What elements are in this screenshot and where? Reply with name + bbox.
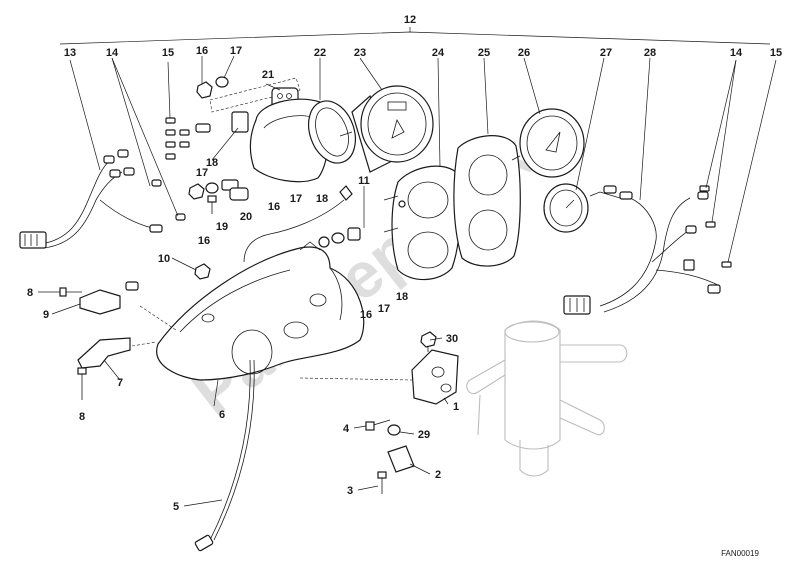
callout-19: 19 — [216, 221, 228, 233]
speedometer-cable — [194, 359, 255, 552]
leader-lines — [38, 55, 777, 507]
mount-bracket-upper — [59, 281, 139, 315]
callout-18: 18 — [206, 157, 218, 169]
callout-23: 23 — [354, 47, 366, 59]
callout-20: 20 — [240, 211, 252, 223]
callout-14-right: 14 — [730, 47, 743, 59]
left-wiring-harness — [19, 149, 186, 249]
speedometer-gauge — [511, 108, 585, 178]
cover-bezel — [453, 135, 521, 267]
callout-17-mid: 17 — [290, 193, 302, 205]
instrument-panel-bracket — [156, 241, 365, 381]
callout-28: 28 — [644, 47, 656, 59]
callout-26: 26 — [518, 47, 530, 59]
callout-29: 29 — [418, 429, 430, 441]
callout-16: 16 — [196, 45, 208, 57]
group-12-bracket — [59, 27, 771, 45]
callout-25: 25 — [478, 47, 490, 59]
callout-18-right: 18 — [396, 291, 408, 303]
callout-labels: 12 13 14 15 16 17 21 22 23 24 25 26 27 2… — [27, 14, 782, 513]
sensor-cable — [243, 185, 361, 263]
callout-15: 15 — [162, 47, 174, 59]
handlebar-bracket — [411, 331, 459, 405]
callout-11: 11 — [358, 175, 370, 187]
callout-5: 5 — [173, 501, 179, 513]
callout-13: 13 — [64, 47, 76, 59]
callout-16-left: 16 — [198, 235, 210, 247]
callout-4: 4 — [343, 423, 350, 435]
harness-plug-connector — [19, 231, 47, 249]
callout-7: 7 — [117, 377, 123, 389]
nut-washer-top — [196, 76, 229, 99]
callout-22: 22 — [314, 47, 326, 59]
callout-6: 6 — [219, 409, 225, 421]
callout-17-right: 17 — [378, 303, 390, 315]
gauge-gasket-ring — [308, 100, 356, 164]
callout-8: 8 — [27, 287, 33, 299]
callout-17-left: 17 — [196, 167, 208, 179]
right-connector-pins — [699, 185, 732, 268]
frame-tube-drawing — [466, 320, 628, 477]
callout-12: 12 — [404, 14, 416, 26]
right-wiring-harness — [563, 185, 721, 315]
diagram-reference-code: FAN00019 — [721, 549, 759, 558]
lower-mount-hardware — [365, 419, 415, 494]
callout-2: 2 — [435, 469, 441, 481]
bolt-10 — [194, 263, 211, 280]
instrument-front-cover — [383, 165, 461, 281]
connector-pins — [165, 117, 190, 160]
callout-3: 3 — [347, 485, 353, 497]
callout-27: 27 — [600, 47, 612, 59]
callout-17: 17 — [230, 45, 242, 57]
callout-8-lower: 8 — [79, 411, 85, 423]
callout-1: 1 — [453, 401, 459, 413]
small-gauge — [543, 183, 589, 233]
callout-24: 24 — [432, 47, 445, 59]
callout-21: 21 — [262, 69, 274, 81]
mount-bracket-lower — [77, 337, 131, 400]
callout-18-mid: 18 — [316, 193, 328, 205]
callout-10: 10 — [158, 253, 170, 265]
callout-15-right: 15 — [770, 47, 782, 59]
callout-14: 14 — [106, 47, 119, 59]
bolt-washer-cluster-left — [188, 179, 249, 214]
callout-9: 9 — [43, 309, 49, 321]
callout-30: 30 — [446, 333, 458, 345]
callout-16-mid: 16 — [268, 201, 280, 213]
tachometer-gauge — [339, 85, 434, 173]
callout-16-right: 16 — [360, 309, 372, 321]
